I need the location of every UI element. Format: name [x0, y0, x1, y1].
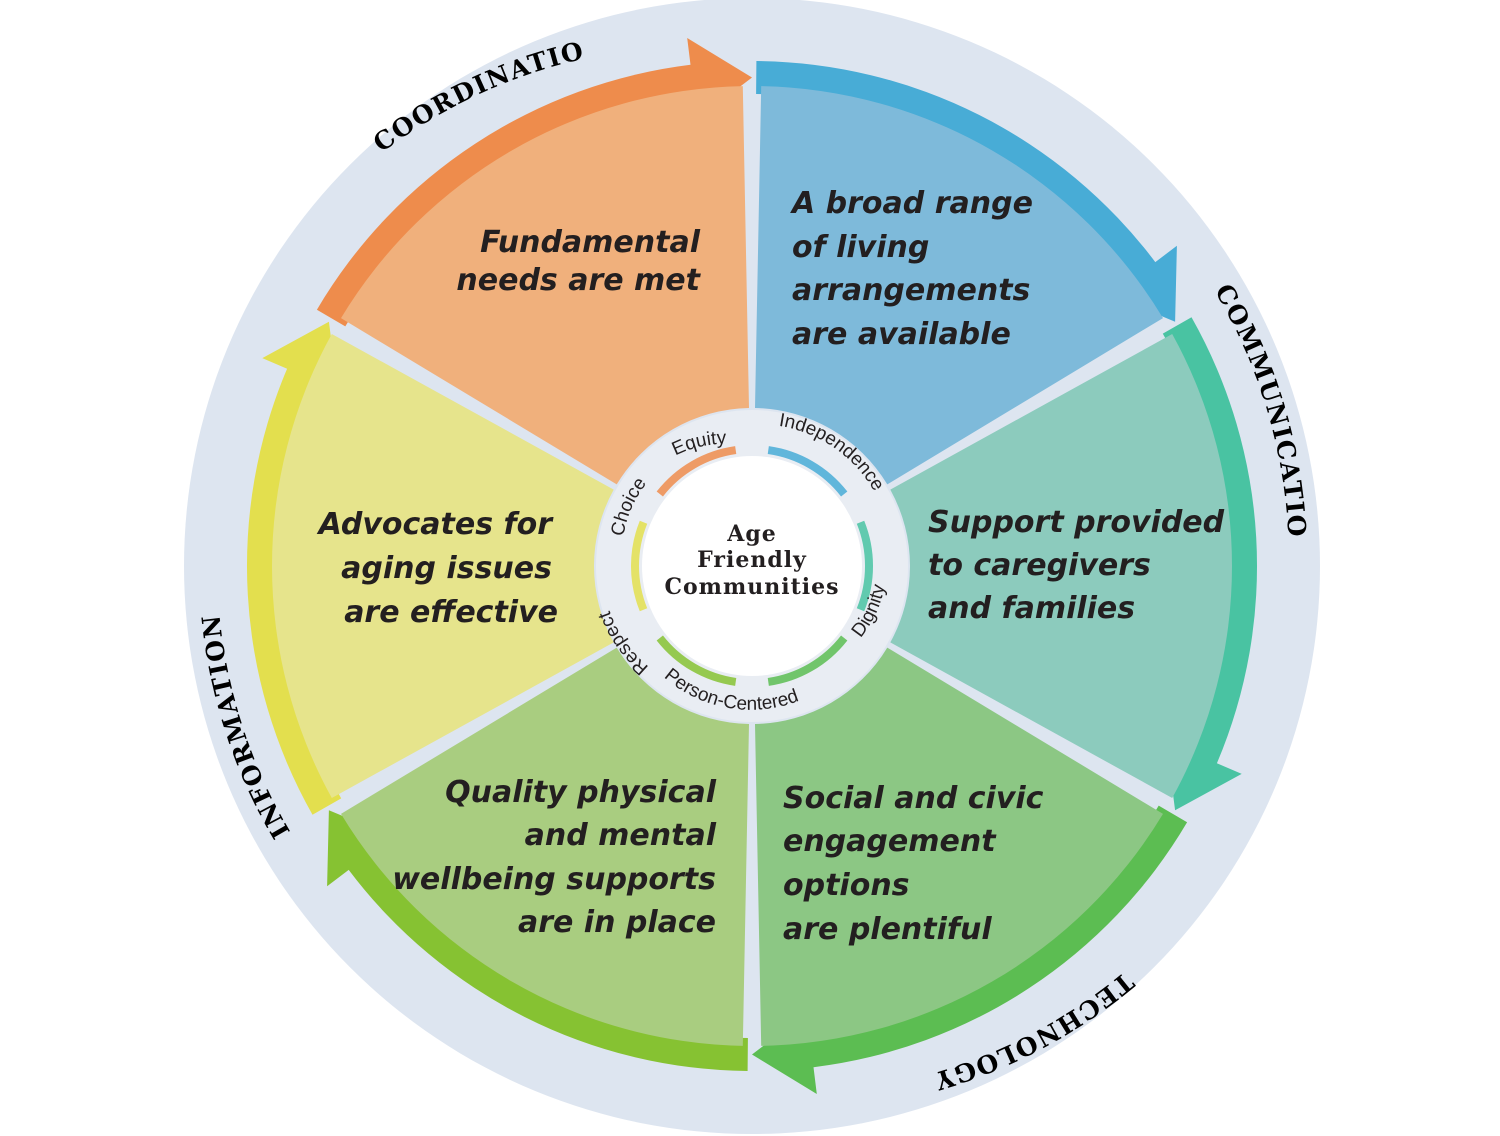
svg-text:and families: and families — [928, 591, 1135, 626]
value-arc-caregiver-support — [856, 520, 874, 612]
segment-advocates — [272, 334, 614, 798]
wheel-segments — [272, 86, 1232, 1046]
value-arc-fundamental-needs — [656, 446, 737, 497]
svg-text:Fundamental: Fundamental — [480, 225, 701, 260]
segment-text-caregiver-support: Support provided to caregivers and famil… — [928, 505, 1225, 626]
svg-text:and mental: and mental — [525, 818, 717, 853]
svg-text:are available: are available — [792, 317, 1011, 352]
segment-living-arrangements — [755, 86, 1163, 485]
value-arcs — [630, 446, 874, 686]
value-arc-wellbeing-supports — [656, 635, 737, 686]
svg-text:Quality physical: Quality physical — [445, 775, 717, 810]
svg-text:Social and civic: Social and civic — [783, 781, 1044, 816]
segment-text-advocates: Advocates for aging issues are effective — [317, 507, 558, 630]
segment-caregiver-support — [890, 334, 1232, 798]
svg-text:engagement: engagement — [783, 824, 997, 859]
value-arc-advocates — [630, 520, 648, 612]
svg-text:Friendly: Friendly — [697, 547, 807, 573]
svg-text:arrangements: arrangements — [792, 273, 1030, 308]
svg-text:are effective: are effective — [344, 595, 558, 630]
svg-text:Support provided: Support provided — [928, 505, 1225, 540]
svg-text:of living: of living — [792, 230, 929, 265]
svg-text:Communities: Communities — [665, 574, 840, 600]
svg-text:A broad range: A broad range — [790, 186, 1033, 221]
center-disc — [642, 456, 862, 676]
center-title: Age Friendly Communities — [665, 521, 840, 600]
svg-text:Advocates for: Advocates for — [317, 507, 555, 542]
segment-wellbeing-supports — [341, 647, 749, 1046]
segment-fundamental-needs — [341, 86, 749, 485]
svg-text:are plentiful: are plentiful — [783, 912, 992, 947]
segment-text-wellbeing-supports: Quality physical and mental wellbeing su… — [392, 775, 716, 940]
svg-text:needs are met: needs are met — [456, 263, 701, 298]
segment-text-fundamental-needs: Fundamental needs are met — [456, 225, 701, 298]
svg-text:options: options — [783, 868, 910, 903]
svg-text:wellbeing supports: wellbeing supports — [392, 862, 716, 897]
segment-text-civic-engagement: Social and civic engagement options are … — [783, 781, 1044, 947]
arrow-band-caregiver-support — [1162, 317, 1258, 811]
value-arc-civic-engagement — [767, 635, 848, 686]
segment-text-living-arrangements: A broad range of living arrangements are… — [790, 186, 1033, 352]
arrow-band-advocates — [246, 321, 342, 815]
segment-civic-engagement — [755, 647, 1163, 1046]
svg-text:aging issues: aging issues — [341, 551, 552, 586]
value-arc-living-arrangements — [767, 446, 848, 497]
svg-text:Age: Age — [726, 521, 776, 547]
svg-text:are in place: are in place — [518, 905, 716, 940]
svg-text:to caregivers: to caregivers — [928, 548, 1151, 583]
